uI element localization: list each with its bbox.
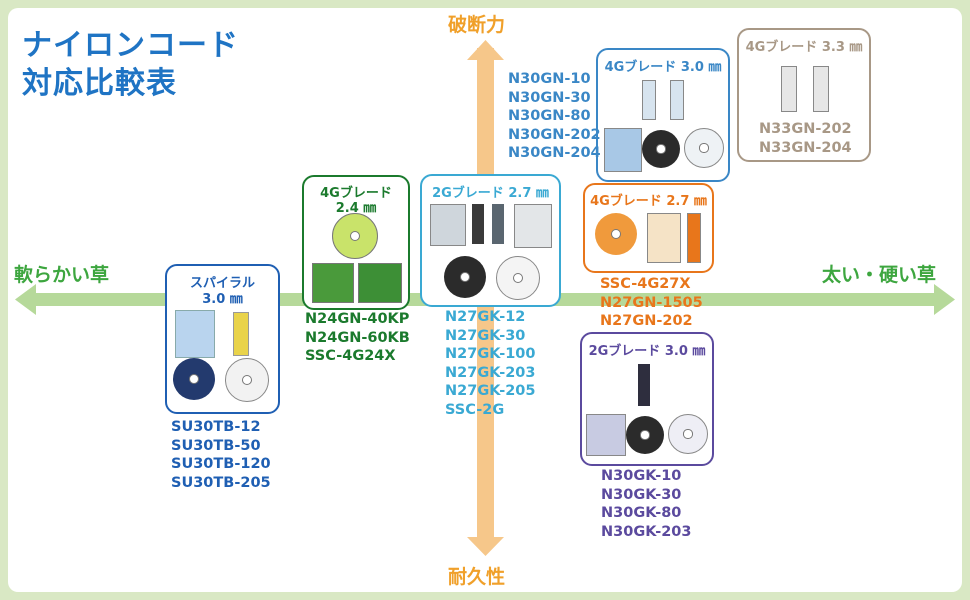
group-card-2g-3-0: 2Gブレード 3.0 ㎜ — [580, 332, 714, 466]
product-image — [358, 263, 402, 303]
product-image — [233, 312, 249, 356]
model-item: N30GK-203 — [601, 523, 692, 540]
group-title: 4Gブレード 2.7 ㎜ — [590, 194, 707, 209]
model-item: N27GN-202 — [600, 313, 693, 329]
model-item: N33GN-204 — [759, 139, 852, 156]
vertical-axis-arrowhead-top — [467, 40, 504, 60]
model-item: N24GN-60KB — [305, 329, 410, 346]
model-list-4g-2-7: SSC-4G27X N27GN-1505 N27GN-202 — [600, 275, 703, 331]
model-item: N30GN-202 — [508, 126, 601, 143]
model-item: N30GK-80 — [601, 505, 682, 521]
model-item: N30GK-10 — [601, 468, 682, 484]
product-image — [647, 213, 681, 263]
group-title: 4Gブレード 3.3 ㎜ — [745, 40, 863, 55]
group-card-4g-2-4: 4Gブレード 2.4 ㎜ — [302, 175, 410, 310]
model-item: N27GN-1505 — [600, 294, 703, 311]
product-image — [173, 358, 215, 400]
model-item: SSC-4G24X — [305, 348, 396, 364]
model-item: SSC-4G27X — [600, 276, 691, 292]
model-item: SU30TB-205 — [171, 474, 271, 491]
model-item: N30GN-10 — [508, 71, 591, 87]
product-image — [595, 213, 637, 255]
product-image — [175, 310, 215, 358]
model-item: N30GN-30 — [508, 89, 591, 106]
model-item: N33GN-202 — [759, 121, 852, 137]
product-image — [312, 263, 354, 303]
product-image — [642, 130, 680, 168]
model-item: N24GN-40KP — [305, 311, 410, 327]
product-image — [670, 80, 684, 120]
product-image — [668, 414, 708, 454]
model-item: N27GK-30 — [445, 327, 526, 344]
model-list-spiral: SU30TB-12 SU30TB-50 SU30TB-120 SU30TB-20… — [171, 418, 271, 492]
product-image — [642, 80, 656, 120]
group-card-2g-2-7: 2Gブレード 2.7 ㎜ — [420, 174, 561, 307]
group-title: 4Gブレード — [320, 186, 392, 201]
model-item: N30GK-30 — [601, 486, 682, 503]
product-image — [514, 204, 552, 248]
group-title: 4Gブレード 3.0 ㎜ — [604, 60, 722, 75]
model-item: SU30TB-12 — [171, 419, 261, 435]
model-item: SU30TB-50 — [171, 437, 261, 454]
title-line-1: ナイロンコード — [22, 28, 239, 63]
product-image — [684, 128, 724, 168]
group-card-spiral: スパイラル 3.0 ㎜ — [165, 264, 280, 414]
product-image — [332, 213, 378, 259]
product-image — [496, 256, 540, 300]
product-image — [225, 358, 269, 402]
product-image — [638, 364, 650, 406]
model-item: N30GN-80 — [508, 108, 591, 124]
group-card-4g-3-0: 4Gブレード 3.0 ㎜ — [596, 48, 730, 182]
title-line-2: 対応比較表 — [22, 66, 177, 101]
axis-label-top: 破断力 — [448, 14, 506, 36]
model-list-2g-2-7: N27GK-12 N27GK-30 N27GK-100 N27GK-203 N2… — [445, 308, 535, 419]
model-list-4g-3-0: N30GN-10 N30GN-30 N30GN-80 N30GN-202 N30… — [508, 70, 601, 163]
product-image — [604, 128, 642, 172]
axis-label-left: 軟らかい草 — [14, 264, 110, 286]
product-image — [586, 414, 626, 456]
product-image — [444, 256, 486, 298]
model-item: N27GK-12 — [445, 309, 526, 325]
model-list-4g-3-3: N33GN-202 N33GN-204 — [759, 120, 852, 157]
model-item: N27GK-100 — [445, 346, 536, 362]
product-image — [626, 416, 664, 454]
group-card-4g-2-7: 4Gブレード 2.7 ㎜ — [583, 183, 714, 273]
model-item: N27GK-205 — [445, 383, 536, 399]
model-item: SU30TB-120 — [171, 456, 271, 472]
group-title-sub: 2.4 ㎜ — [335, 201, 377, 216]
group-title: 2Gブレード 3.0 ㎜ — [588, 344, 706, 359]
group-title: 2Gブレード 2.7 ㎜ — [432, 186, 549, 201]
product-image — [430, 204, 466, 246]
product-image — [781, 66, 797, 112]
model-list-2g-3-0: N30GK-10 N30GK-30 N30GK-80 N30GK-203 — [601, 467, 691, 541]
model-item: N27GK-203 — [445, 364, 536, 381]
axis-label-bottom: 耐久性 — [448, 566, 506, 588]
group-title: スパイラル — [189, 276, 255, 291]
product-image — [687, 213, 701, 263]
model-list-4g-2-4: N24GN-40KP N24GN-60KB SSC-4G24X — [305, 310, 410, 366]
product-image — [813, 66, 829, 112]
group-card-4g-3-3: 4Gブレード 3.3 ㎜ N33GN-202 N33GN-204 — [737, 28, 871, 162]
product-image — [472, 204, 484, 244]
model-item: SSC-2G — [445, 401, 505, 418]
model-item: N30GN-204 — [508, 145, 601, 161]
product-image — [492, 204, 504, 244]
axis-label-right: 太い・硬い草 — [822, 264, 937, 286]
group-title-sub: 3.0 ㎜ — [202, 292, 243, 307]
